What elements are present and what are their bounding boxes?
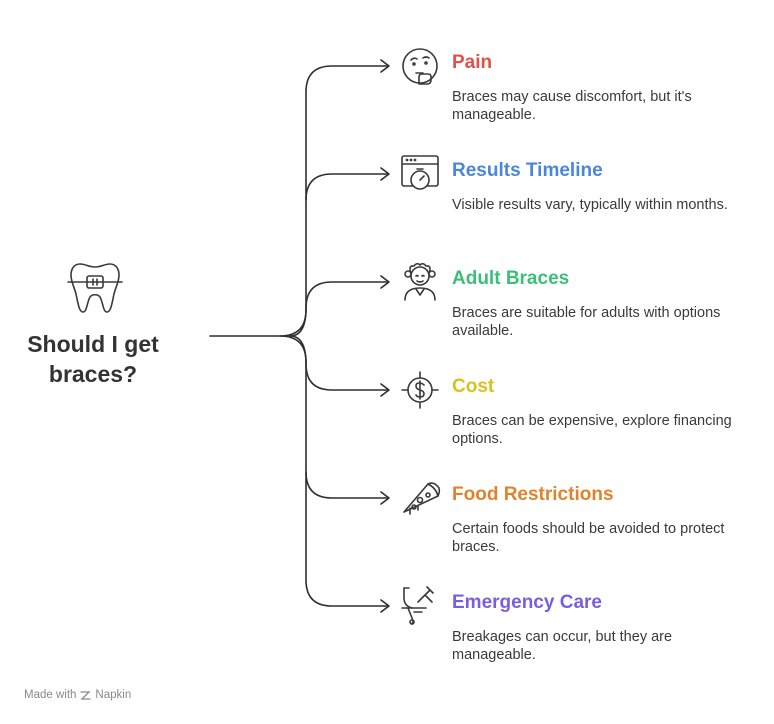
branch-title: Cost <box>452 376 495 397</box>
branch-title: Pain <box>452 52 493 73</box>
pizza-slice-icon <box>398 476 442 520</box>
central-question: Should I get braces? <box>27 331 159 387</box>
elderly-person-icon <box>398 260 442 304</box>
branch-description: Certain foods should be avoided to prote… <box>452 521 725 555</box>
arrowhead <box>380 275 390 289</box>
branch-title: Food Restrictions <box>452 484 614 505</box>
connector-emergency-care <box>279 335 389 607</box>
branch-description: Braces may cause discomfort, but it's ma… <box>452 89 692 123</box>
branch-description: Visible results vary, typically within m… <box>452 197 728 213</box>
arrowhead <box>380 599 390 613</box>
made-with-label: Made with <box>24 689 77 701</box>
arrowhead <box>380 491 390 505</box>
napkin-brand: Napkin <box>95 689 132 701</box>
arrowhead <box>380 167 390 181</box>
arrowhead <box>380 383 390 397</box>
branch-description: Braces can be expensive, explore financi… <box>452 413 732 447</box>
branch-description: Braces are suitable for adults with opti… <box>452 305 721 339</box>
connector-cost <box>289 335 389 391</box>
arrowhead <box>380 59 390 73</box>
thinking-face-icon <box>398 44 442 88</box>
connector-results-timeline <box>305 173 389 201</box>
tooth-braces-icon <box>64 256 126 318</box>
timer-window-icon <box>398 152 442 196</box>
made-with-footer[interactable]: Made with Napkin <box>24 689 131 701</box>
connector-pain <box>209 65 389 337</box>
branch-description: Breakages can occur, but they are manage… <box>452 629 673 663</box>
branch-title: Results Timeline <box>452 160 603 181</box>
connector-adult-braces <box>289 281 389 337</box>
branch-title: Emergency Care <box>452 592 602 613</box>
dental-tools-icon <box>398 584 442 628</box>
connector-food-restrictions <box>305 471 389 499</box>
napkin-logo-icon <box>80 690 92 701</box>
branch-title: Adult Braces <box>452 268 570 289</box>
dollar-target-icon <box>398 368 442 412</box>
